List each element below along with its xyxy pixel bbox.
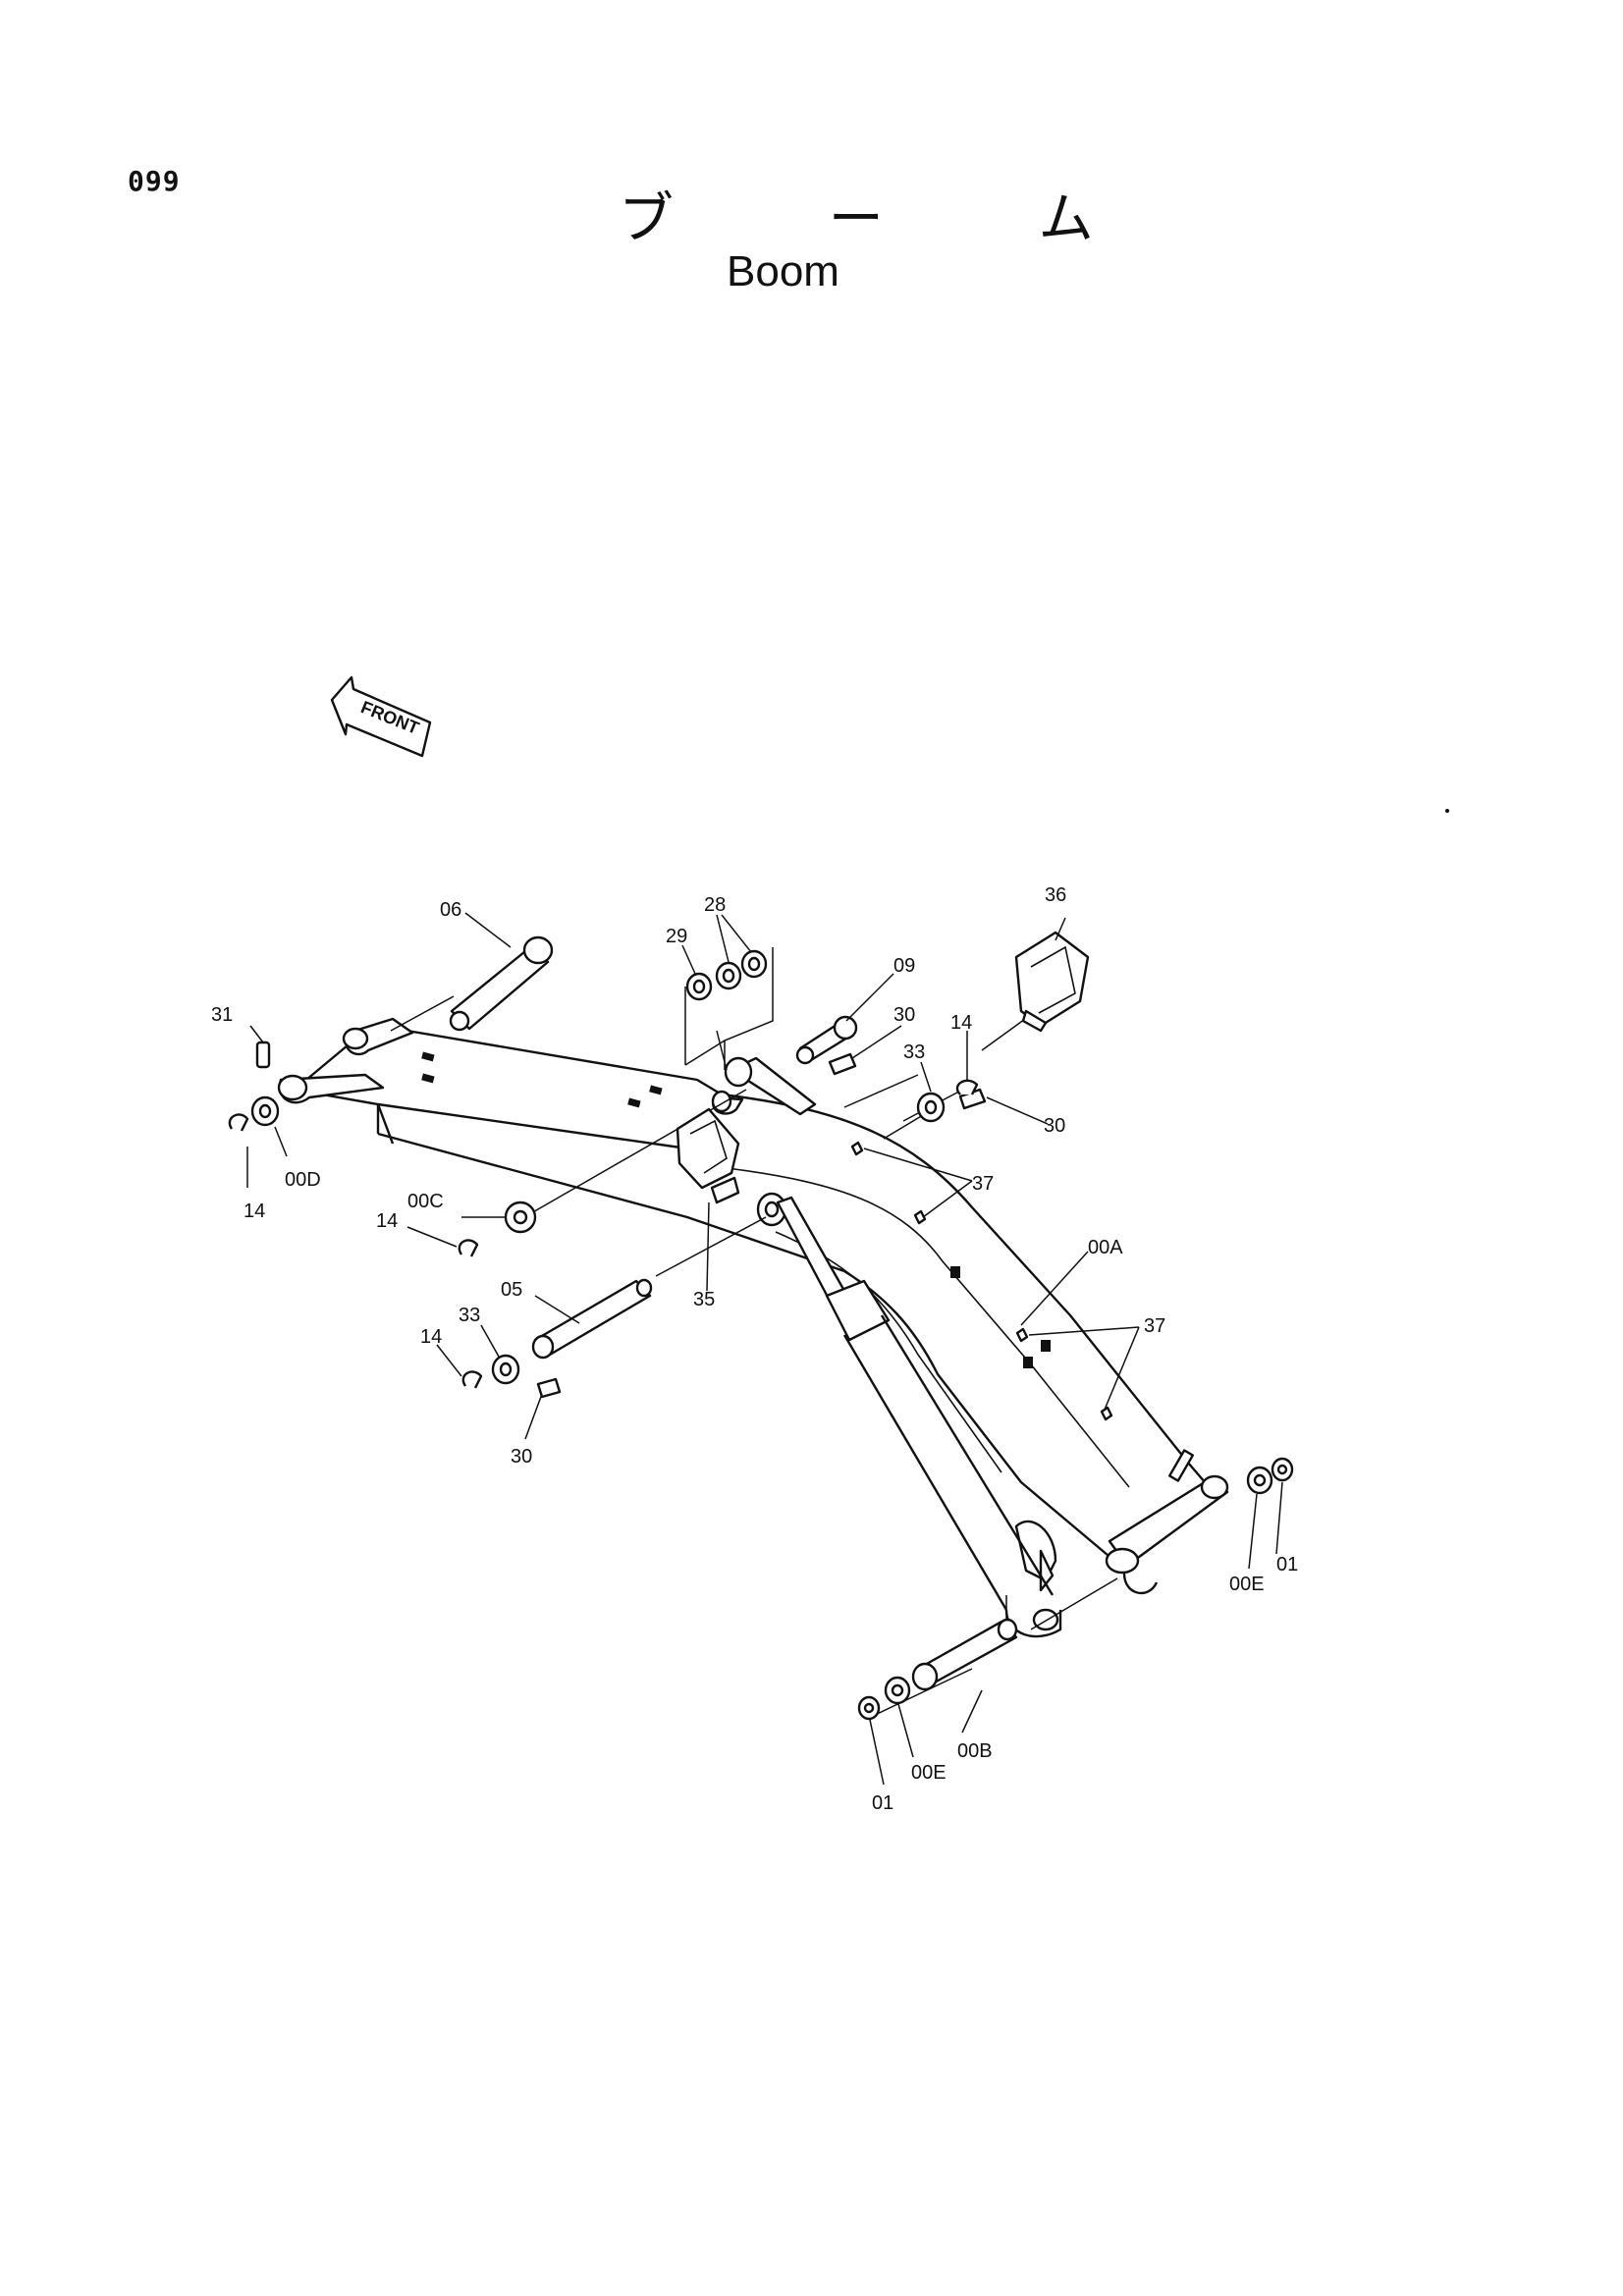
callout-01-right: 01	[1276, 1554, 1298, 1575]
bushing-00c	[504, 1201, 537, 1234]
callout-00e-right: 00E	[1229, 1574, 1265, 1595]
callout-01-left: 01	[872, 1792, 893, 1814]
pin-06	[449, 935, 554, 1032]
callout-00d: 00D	[285, 1169, 321, 1191]
washers-28-29	[685, 949, 768, 1001]
callout-37-bottom: 37	[1144, 1315, 1165, 1337]
callout-14-right: 14	[950, 1012, 972, 1034]
callout-00e-left: 00E	[911, 1762, 947, 1784]
leader-lines	[390, 947, 1118, 1719]
callout-labels: 06 28 29 36 09 30 14 33 30 31 00D 14 00C…	[211, 884, 1298, 1814]
callout-30-lower: 30	[511, 1446, 532, 1468]
page-number: 099	[128, 165, 181, 197]
bracket-35	[676, 1107, 740, 1204]
stray-dot	[1445, 809, 1449, 813]
callout-29: 29	[666, 926, 687, 947]
front-arrow-icon: FRONT	[330, 675, 432, 758]
page-title: Boom	[727, 247, 839, 295]
callout-37-top: 37	[972, 1173, 994, 1195]
callout-30-top: 30	[893, 1004, 915, 1026]
cover-36	[1014, 931, 1090, 1033]
bushing-00e-left	[857, 1676, 911, 1721]
pin-00b	[911, 1618, 1018, 1691]
callout-06: 06	[440, 899, 461, 921]
callout-35: 35	[693, 1289, 715, 1310]
callout-05: 05	[501, 1279, 522, 1301]
callout-33-right: 33	[903, 1041, 925, 1063]
boom-cylinder	[756, 1192, 1062, 1638]
callout-36: 36	[1045, 884, 1066, 906]
boom-body	[277, 1017, 1229, 1595]
bushing-33-right	[916, 1079, 979, 1123]
callout-14-middle: 14	[376, 1210, 398, 1232]
pin-31	[255, 1041, 271, 1069]
callout-33-left: 33	[459, 1305, 480, 1326]
bushing-00d	[228, 1095, 280, 1132]
callout-28: 28	[704, 894, 726, 916]
pin-05	[531, 1278, 653, 1360]
callout-00b: 00B	[957, 1740, 993, 1762]
ring-14-middle	[458, 1239, 479, 1257]
callout-00c: 00C	[407, 1191, 444, 1212]
callout-09: 09	[893, 955, 915, 977]
callout-14-lower: 14	[420, 1326, 442, 1348]
grease-points-37	[850, 1141, 1113, 1421]
callout-30-right: 30	[1044, 1115, 1065, 1137]
callout-31: 31	[211, 1004, 233, 1026]
bushing-00e-right	[1246, 1457, 1294, 1495]
pins-30	[536, 1052, 987, 1399]
bushing-33-left	[461, 1354, 520, 1389]
pin-09	[795, 1015, 858, 1065]
callout-14-left: 14	[243, 1201, 265, 1222]
callout-00a: 00A	[1088, 1237, 1123, 1258]
callout-leaders	[246, 912, 1283, 1786]
